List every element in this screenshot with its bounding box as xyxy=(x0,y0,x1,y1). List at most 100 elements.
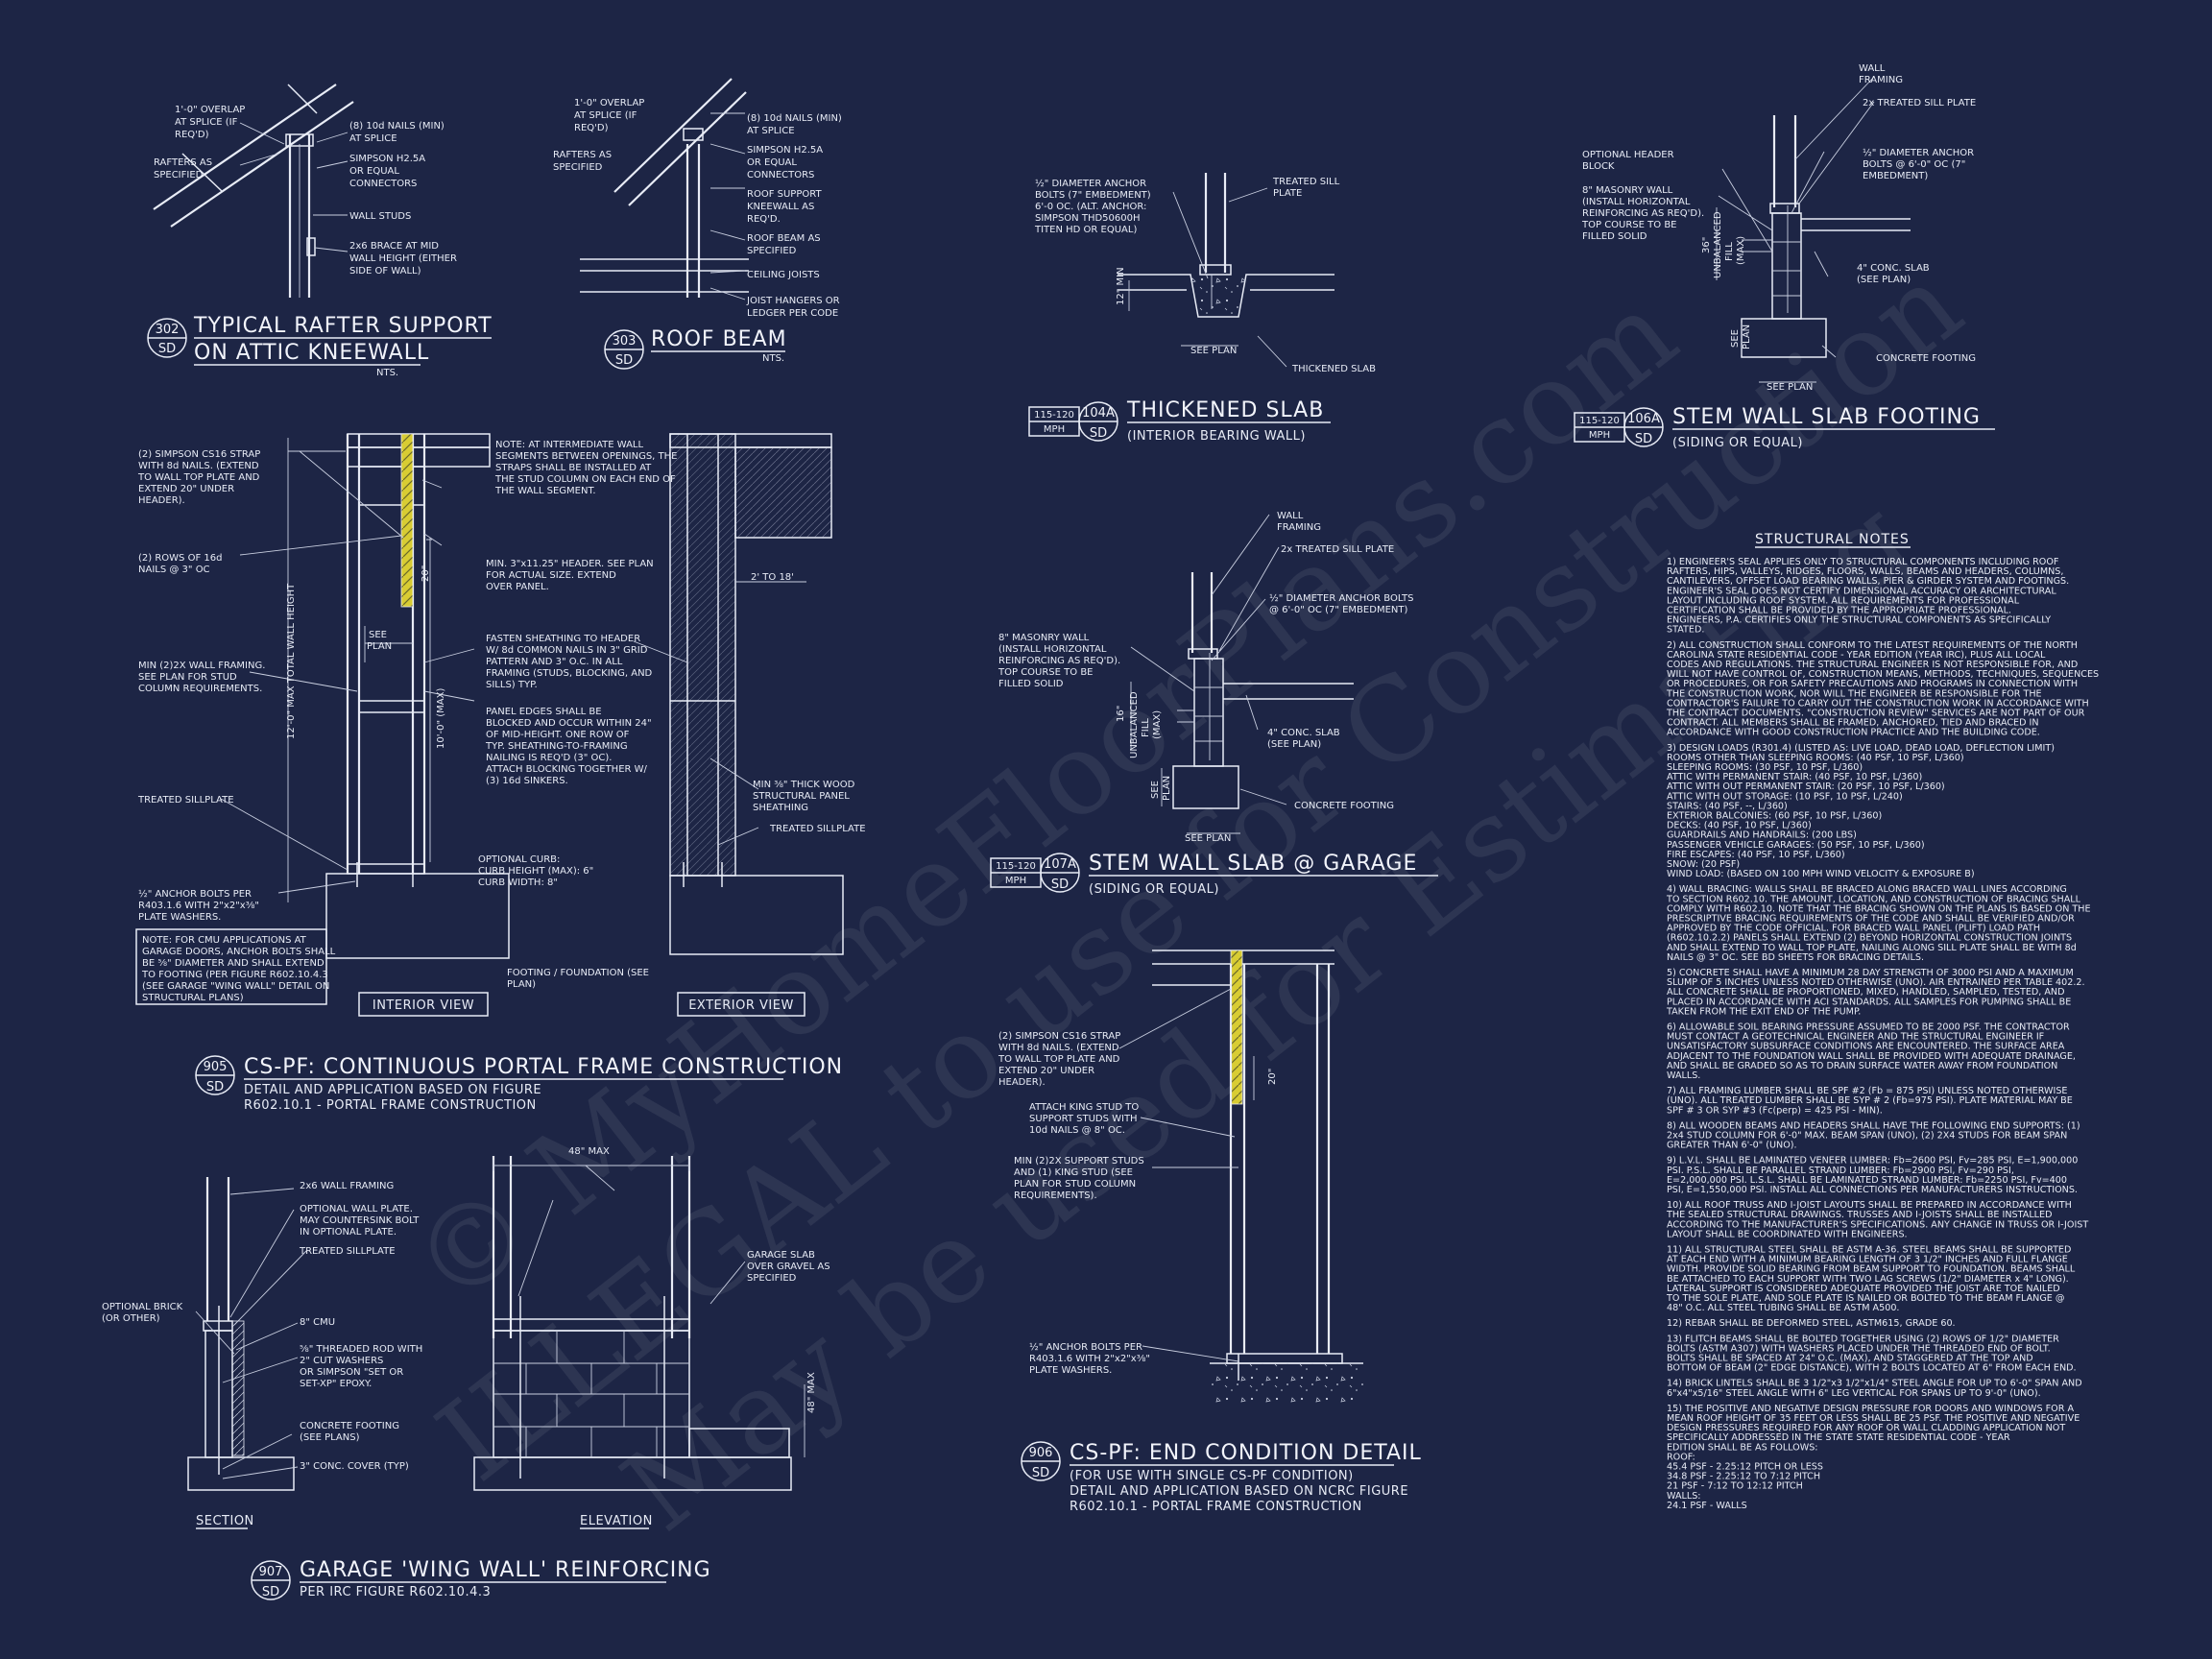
structural-note-line: ATTIC WITH PERMANENT STAIR: (40 PSF, 10 … xyxy=(1667,772,1922,782)
label: PLAN FOR STUD COLUMN xyxy=(1014,1179,1136,1190)
structural-note-line: ROOMS OTHER THAN SLEEPING ROOMS: (40 PSF… xyxy=(1667,753,1964,763)
label: OVER GRAVEL AS xyxy=(747,1262,830,1272)
structural-note-line: LAYOUT INCLUDING ROOF SYSTEM. ALL REQUIR… xyxy=(1667,595,2020,606)
sheet-ref: SD xyxy=(262,1585,279,1599)
structural-note-line: MUST CONTACT A GEOTECHNICAL ENGINEER AND… xyxy=(1667,1032,2044,1043)
detail-number: 302 xyxy=(156,323,180,337)
detail-905-labels: (2) SIMPSON CS16 STRAP WITH 8d NAILS. (E… xyxy=(137,440,866,990)
structural-note-line: WALLS. xyxy=(1667,1070,1700,1081)
structural-note-line: 21 PSF - 7:12 TO 12:12 PITCH xyxy=(1667,1481,1803,1492)
detail-907-title-block: 907 SD GARAGE 'WING WALL' REINFORCING PE… xyxy=(251,1558,710,1600)
label: SIMPSON H2.5A xyxy=(747,145,823,156)
structural-note-line: ATTIC WITH OUT PERMANENT STAIR: (20 PSF,… xyxy=(1667,781,1945,792)
label: TREATED SILLPLATE xyxy=(137,795,234,805)
detail-905-title-block: 905 SD CS-PF: CONTINUOUS PORTAL FRAME CO… xyxy=(195,1055,842,1113)
structural-note-line: NAILS @ 3" OC. SEE BD SHEETS FOR BRACING… xyxy=(1667,952,1924,963)
structural-note-line: STATED. xyxy=(1667,625,1704,636)
structural-note-line: ACCORDING TO THE MANUFACTURER'S SPECIFIC… xyxy=(1667,1219,2088,1230)
label: FILL xyxy=(1724,242,1735,261)
label: LEDGER PER CODE xyxy=(747,308,838,319)
detail-302-title-block: 302 SD TYPICAL RAFTER SUPPORT ON ATTIC K… xyxy=(147,314,492,378)
structural-note-line: PSI. P.S.L. SHALL BE PARALLEL STRAND LUM… xyxy=(1667,1166,2014,1176)
label: R403.1.6 WITH 2"x2"x⅜" xyxy=(138,901,259,911)
structural-note-line: 8) ALL WOODEN BEAMS AND HEADERS SHALL HA… xyxy=(1667,1120,2080,1131)
sheet-ref: SD xyxy=(1090,426,1107,441)
label: OVER PANEL. xyxy=(486,582,549,592)
label: (INSTALL HORIZONTAL xyxy=(998,644,1107,655)
detail-title: CS-PF: END CONDITION DETAIL xyxy=(1070,1441,1422,1465)
label: PLAN xyxy=(1742,325,1752,349)
detail-number: 104A xyxy=(1082,406,1115,421)
structural-note-line: OR PROCEDURES, OR FOR SAFETY PRECAUTIONS… xyxy=(1667,679,2078,689)
structural-note-line: 45.4 PSF - 2.25:12 PITCH OR LESS xyxy=(1667,1462,1823,1473)
structural-note-line: BOLTS SHALL BE SPACED AT 24" O.C. (MAX),… xyxy=(1667,1354,2033,1364)
structural-note-line: UNSATISFACTORY SUBSURFACE CONDITIONS ARE… xyxy=(1667,1042,2065,1052)
detail-subtitle-3: R602.10.1 - PORTAL FRAME CONSTRUCTION xyxy=(1070,1500,1362,1514)
label: AT SPLICE xyxy=(349,133,397,144)
structural-note-line: RAFTERS, HIPS, VALLEYS, RIDGES, FLOORS, … xyxy=(1667,566,2063,577)
label: CONNECTORS xyxy=(349,179,417,189)
label: SEE PLAN xyxy=(1185,833,1231,844)
label: SILLS) TYP. xyxy=(486,680,538,690)
label: @ 6'-0" OC (7" EMBEDMENT) xyxy=(1269,605,1407,615)
label: AT SPLICE xyxy=(747,126,795,136)
structural-note-line: CANTILEVERS, OFFSET LOAD BEARING WALLS, … xyxy=(1667,576,2069,587)
label: UNBALANCED xyxy=(1713,211,1723,278)
label: (SEE PLANS) xyxy=(300,1432,360,1443)
wind-speed: 115-120 xyxy=(1579,416,1620,426)
structural-note-line: 6"x4"x5/16" STEEL ANGLE WITH 6" LEG VERT… xyxy=(1667,1388,2041,1399)
detail-104a-thickened-slab: ½" DIAMETER ANCHOR BOLTS (7" EMBEDMENT) … xyxy=(1028,173,1376,444)
detail-106a-stem-wall-slab-footing: WALL FRAMING 2x TREATED SILL PLATE OPTIO… xyxy=(1574,63,1995,450)
detail-104a-title-block: 115-120 MPH 104A SD THICKENED SLAB (INTE… xyxy=(1028,398,1331,444)
label: SEE PLAN xyxy=(1190,346,1237,356)
detail-title: ROOF BEAM xyxy=(651,327,787,351)
label: FASTEN SHEATHING TO HEADER xyxy=(486,634,640,644)
label: PLAN) xyxy=(507,979,536,990)
label: 36" xyxy=(1701,237,1712,253)
structural-note-line: PASSENGER VEHICLE GARAGES: (50 PSF, 10 P… xyxy=(1667,840,1925,851)
structural-note-line: 7) ALL FRAMING LUMBER SHALL BE SPF #2 (F… xyxy=(1667,1086,2067,1096)
label: SPECIFIED xyxy=(553,162,603,173)
label: (2) SIMPSON CS16 STRAP xyxy=(138,449,260,460)
detail-107a-stem-wall-slab-garage: WALL FRAMING 2x TREATED SILL PLATE ½" DI… xyxy=(990,511,1438,897)
structural-note-line: ROOF: xyxy=(1667,1452,1695,1462)
structural-note-line: CONTRACT. ALL MEMBERS SHALL BE FRAMED, A… xyxy=(1667,718,2039,729)
structural-note-line: PLACED IN ACCORDANCE WITH ACI STANDARDS.… xyxy=(1667,997,2071,1007)
structural-note-line: ENGINEERS, P.A. CERTIFIES ONLY THE STRUC… xyxy=(1667,615,2051,626)
structural-note-line: (R602.10.2.2) PANELS SHALL EXTEND (2) BE… xyxy=(1667,933,2072,944)
label: OPTIONAL CURB: xyxy=(478,854,560,865)
label: AND (1) KING STUD (SEE xyxy=(1014,1167,1133,1178)
wind-unit: MPH xyxy=(1005,876,1026,886)
label: MIN (2)2X SUPPORT STUDS xyxy=(1014,1156,1144,1166)
label: 2x6 WALL FRAMING xyxy=(300,1181,394,1191)
label: THE STUD COLUMN ON EACH END OF xyxy=(494,474,676,485)
label: 6'-0 OC. (ALT. ANCHOR: xyxy=(1035,202,1146,212)
detail-907-labels: 2x6 WALL FRAMING OPTIONAL WALL PLATE. MA… xyxy=(102,1146,830,1472)
label: ½" DIAMETER ANCHOR xyxy=(1035,178,1146,189)
detail-subtitle-2: DETAIL AND APPLICATION BASED ON NCRC FIG… xyxy=(1070,1484,1408,1499)
wind-unit: MPH xyxy=(1589,430,1610,441)
label: BOLTS (7" EMBEDMENT) xyxy=(1035,190,1151,201)
structural-note-line: PRESCRIPTIVE BRACING REQUIREMENTS OF THE… xyxy=(1667,914,2075,925)
structural-note-line: (UNO). ALL TREATED LUMBER SHALL BE SYP #… xyxy=(1667,1095,2073,1106)
label: FRAMING xyxy=(1859,75,1903,85)
label: CURB HEIGHT (MAX): 6" xyxy=(478,866,593,877)
detail-107a-labels: WALL FRAMING 2x TREATED SILL PLATE ½" DI… xyxy=(998,511,1414,844)
structural-note-line: THE SEALED STRUCTURAL DRAWINGS. TRUSSES … xyxy=(1666,1210,2052,1220)
structural-note-line: BOLTS (ASTM A307) WITH WASHERS PLACED UN… xyxy=(1667,1343,2051,1354)
structural-note-line: 48" O.C. ALL STEEL TUBING SHALL BE ASTM … xyxy=(1667,1303,1899,1313)
view-label-section: SECTION xyxy=(196,1514,254,1528)
label: FILLED SOLID xyxy=(1582,231,1647,242)
view-label-exterior: EXTERIOR VIEW xyxy=(688,998,794,1013)
label: (8) 10d NAILS (MIN) xyxy=(747,113,842,124)
structural-note-line: BOTTOM OF BEAM (2" EDGE DISTANCE), WITH … xyxy=(1667,1363,2077,1374)
sheet-ref: SD xyxy=(615,353,633,368)
wind-speed: 115-120 xyxy=(996,861,1036,872)
label: TO WALL TOP PLATE AND xyxy=(137,472,260,483)
label: CEILING JOISTS xyxy=(747,270,820,280)
label: THICKENED SLAB xyxy=(1291,364,1376,374)
label: (2) SIMPSON CS16 STRAP xyxy=(998,1031,1120,1042)
structural-note-line: 13) FLITCH BEAMS SHALL BE BOLTED TOGETHE… xyxy=(1667,1334,2059,1344)
label: FILL xyxy=(1141,718,1151,737)
label: JOIST HANGERS OR xyxy=(746,296,840,306)
